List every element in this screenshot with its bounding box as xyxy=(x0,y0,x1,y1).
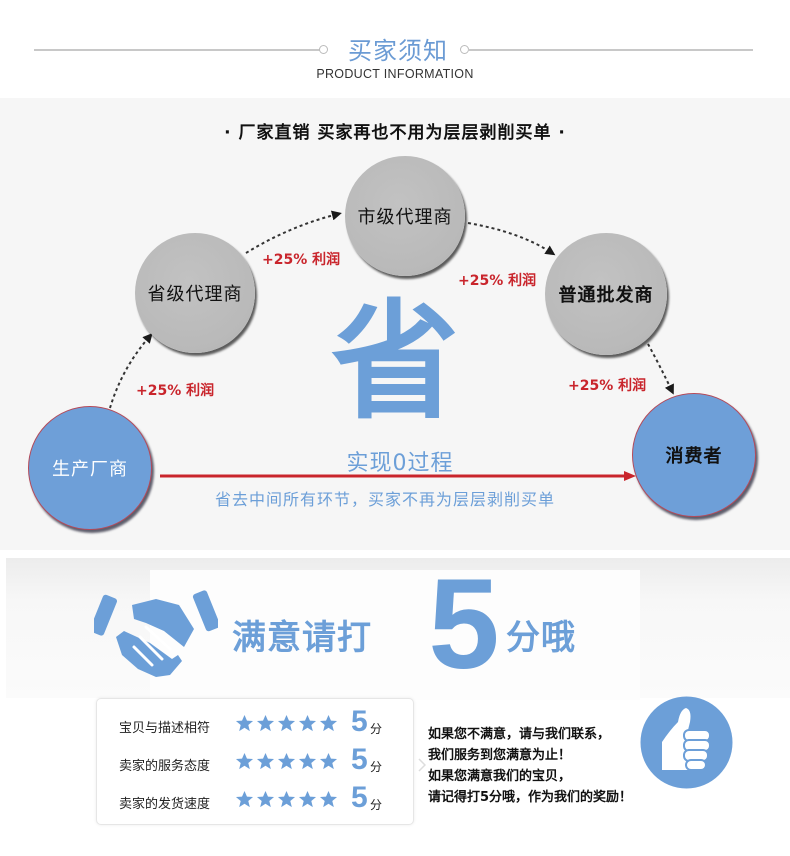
star-icon xyxy=(235,714,254,732)
node-city-agent: 市级代理商 xyxy=(345,156,465,276)
star-icon xyxy=(319,790,338,808)
page-header: 买家须知 PRODUCT INFORMATION xyxy=(0,0,790,100)
score-label: 卖家的发货速度 xyxy=(119,797,211,812)
message-line: 如果您满意我们的宝贝， xyxy=(428,769,572,784)
score-card: 宝贝与描述相符 5 分 卖家的服务态度 5 分 卖家的发货速度 5 分 xyxy=(96,698,414,825)
flow-arrow-provincial-to-city xyxy=(245,210,342,254)
score-row: 卖家的服务态度 5 分 xyxy=(97,743,415,779)
header-divider-dot-left xyxy=(319,45,328,54)
score-unit: 分 xyxy=(370,760,383,774)
flow-arrows xyxy=(109,210,674,481)
node-label: 消费者 xyxy=(665,446,723,467)
score-value: 5 xyxy=(351,705,368,738)
node-manufacturer: 生产厂商 xyxy=(28,406,152,530)
score-label: 卖家的服务态度 xyxy=(119,759,211,774)
score-row: 卖家的发货速度 5 分 xyxy=(97,781,415,817)
header-divider-right xyxy=(468,49,753,51)
score-row: 宝贝与描述相符 5 分 xyxy=(97,705,415,741)
direct-subtitle: 省去中间所有环节，买家不再为层层剥削买单 xyxy=(214,490,555,509)
profit-label: +25% 利润 xyxy=(568,378,647,394)
star-rating xyxy=(235,714,338,733)
handshake-icon xyxy=(94,590,218,677)
flow-arrow-city-to-wholesaler xyxy=(467,222,556,256)
score-value: 5 xyxy=(351,743,368,776)
rating-title: 满意请打 xyxy=(232,618,372,658)
message-line: 我们服务到您满意为止！ xyxy=(428,748,572,763)
star-icon xyxy=(319,714,338,732)
node-label: 普通批发商 xyxy=(558,285,654,306)
star-icon xyxy=(298,790,317,808)
star-icon xyxy=(256,790,275,808)
rating-section: 满意请打 5 分哦 宝贝与描述相符 5 分 卖家的服务态度 5 分 卖家的发货速… xyxy=(0,550,790,856)
score-value: 5 xyxy=(351,781,368,814)
star-icon xyxy=(298,714,317,732)
score-label: 宝贝与描述相符 xyxy=(119,721,211,736)
star-icon xyxy=(277,752,296,770)
thumbs-up-icon xyxy=(640,696,733,789)
rating-message: 如果您不满意，请与我们联系， 我们服务到您满意为止！ 如果您满意我们的宝贝， 请… xyxy=(428,724,632,808)
flow-arrow-manufacturer-to-provincial xyxy=(109,332,153,409)
star-icon xyxy=(277,790,296,808)
score-unit: 分 xyxy=(370,722,383,736)
chevron-right-icon xyxy=(418,758,426,772)
node-provincial-agent: 省级代理商 xyxy=(135,233,255,353)
message-line: 如果您不满意，请与我们联系， xyxy=(428,727,611,742)
star-icon xyxy=(256,714,275,732)
save-big-character: 省 xyxy=(330,288,459,437)
rating-big-five: 5 xyxy=(428,553,500,696)
message-line: 请记得打5分哦，作为我们的奖励！ xyxy=(428,790,633,805)
node-label: 市级代理商 xyxy=(357,207,453,228)
star-rating xyxy=(235,752,338,771)
diagram-slogan: · 厂家直销 买家再也不用为层层剥削买单 · xyxy=(224,123,566,143)
score-unit: 分 xyxy=(370,798,383,812)
direct-label: 实现0过程 xyxy=(346,451,454,476)
star-rating xyxy=(235,790,338,809)
rating-banner-panel xyxy=(150,570,640,700)
star-icon xyxy=(319,752,338,770)
star-icon xyxy=(277,714,296,732)
profit-label: +25% 利润 xyxy=(136,383,215,399)
star-icon xyxy=(298,752,317,770)
star-icon xyxy=(256,752,275,770)
star-icon xyxy=(235,752,254,770)
node-consumer: 消费者 xyxy=(632,393,756,517)
header-title: 买家须知 xyxy=(348,37,448,65)
profit-label: +25% 利润 xyxy=(262,252,341,268)
flow-arrow-wholesaler-to-consumer xyxy=(647,343,674,395)
supply-chain-diagram: · 厂家直销 买家再也不用为层层剥削买单 · 省级代理商 市级代理商 普通批发商… xyxy=(0,98,790,550)
header-subtitle: PRODUCT INFORMATION xyxy=(316,67,474,81)
profit-label: +25% 利润 xyxy=(458,273,537,289)
star-icon xyxy=(235,790,254,808)
header-divider-left xyxy=(34,49,321,51)
node-label: 生产厂商 xyxy=(52,459,128,480)
rating-title-suffix: 分哦 xyxy=(506,618,576,658)
node-label: 省级代理商 xyxy=(147,284,243,305)
node-wholesaler: 普通批发商 xyxy=(545,233,667,355)
